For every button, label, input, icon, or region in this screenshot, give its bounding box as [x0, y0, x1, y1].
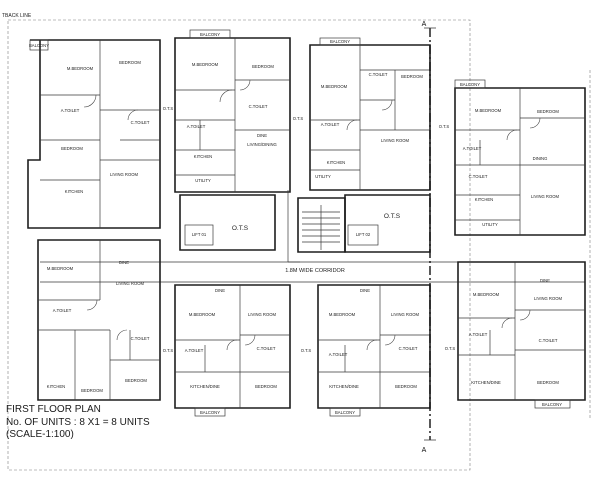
svg-text:LIVING ROOM: LIVING ROOM [110, 172, 138, 177]
svg-text:A.TOILET: A.TOILET [329, 352, 348, 357]
svg-text:LIVING ROOM: LIVING ROOM [248, 312, 276, 317]
svg-text:DINE: DINE [360, 288, 370, 293]
svg-text:KITCHEN/DINE: KITCHEN/DINE [471, 380, 501, 385]
svg-text:KITCHEN: KITCHEN [65, 189, 83, 194]
svg-text:BALCONY: BALCONY [29, 43, 49, 48]
svg-text:C.TOILET: C.TOILET [469, 174, 488, 179]
corridor-label: 1.8M WIDE CORRIDOR [285, 268, 345, 274]
svg-text:C.TOILET: C.TOILET [369, 72, 388, 77]
lift-2-label: LIFT 02 [356, 232, 371, 237]
svg-text:DINE: DINE [257, 133, 267, 138]
unit-1: M.BEDROOM BEDROOM A.TOILET C.TOILET BEDR… [27, 39, 161, 229]
unit-2: BALCONY M.BEDROOM BEDROOM C.TOILET A.TOI… [174, 29, 291, 193]
unit-5: M.BEDROOM DINE LIVING ROOM A.TOILET C.TO… [37, 239, 161, 401]
svg-text:KITCHEN: KITCHEN [194, 154, 212, 159]
unit-6: BALCONY M.BEDROOM DINE LIVING ROOM A.TOI… [174, 284, 291, 417]
ots-label-left: O.T.S [232, 225, 249, 232]
svg-text:KITCHEN: KITCHEN [47, 384, 65, 389]
svg-text:M.BEDROOM: M.BEDROOM [189, 312, 216, 317]
svg-text:BEDROOM: BEDROOM [252, 64, 274, 69]
unit-7: BALCONY M.BEDROOM DINE LIVING ROOM A.TOI… [317, 284, 431, 417]
section-marker-bottom: A [422, 447, 427, 454]
svg-text:BALCONY: BALCONY [542, 402, 562, 407]
svg-text:A.TOILET: A.TOILET [469, 332, 488, 337]
svg-text:O.T.S: O.T.S [445, 346, 456, 351]
svg-text:KITCHEN/DINE: KITCHEN/DINE [190, 384, 220, 389]
svg-text:A.TOILET: A.TOILET [463, 146, 482, 151]
svg-text:DINE: DINE [119, 260, 129, 265]
svg-text:M.BEDROOM: M.BEDROOM [475, 108, 502, 113]
section-marker-top: A [422, 21, 427, 28]
ots-label-right: O.T.S [384, 213, 401, 220]
lift-1-label: LIFT 01 [192, 232, 207, 237]
svg-text:BEDROOM: BEDROOM [255, 384, 277, 389]
svg-text:A.TOILET: A.TOILET [61, 108, 80, 113]
svg-text:LIVING ROOM: LIVING ROOM [531, 194, 559, 199]
unit-3: BALCONY M.BEDROOM C.TOILET BEDROOM A.TOI… [309, 37, 431, 191]
svg-text:A.TOILET: A.TOILET [53, 308, 72, 313]
svg-text:A.TOILET: A.TOILET [321, 122, 340, 127]
svg-text:LIVING ROOM: LIVING ROOM [381, 138, 409, 143]
svg-text:C.TOILET: C.TOILET [257, 346, 276, 351]
section-line-a: A A [422, 21, 436, 454]
svg-text:C.TOILET: C.TOILET [131, 336, 150, 341]
svg-text:KITCHEN: KITCHEN [327, 160, 345, 165]
svg-text:C.TOILET: C.TOILET [539, 338, 558, 343]
svg-text:M.BEDROOM: M.BEDROOM [473, 292, 500, 297]
svg-text:LIVING ROOM: LIVING ROOM [116, 281, 144, 286]
setback-line [7, 19, 471, 471]
svg-text:M.BEDROOM: M.BEDROOM [192, 62, 219, 67]
svg-text:LIVING ROOM: LIVING ROOM [534, 296, 562, 301]
svg-text:C.TOILET: C.TOILET [131, 120, 150, 125]
svg-text:BALCONY: BALCONY [335, 410, 355, 415]
svg-text:BEDROOM: BEDROOM [537, 380, 559, 385]
svg-text:LIVING ROOM: LIVING ROOM [391, 312, 419, 317]
svg-text:BALCONY: BALCONY [330, 39, 350, 44]
svg-text:O.T.S: O.T.S [163, 348, 174, 353]
svg-text:KITCHEN/DINE: KITCHEN/DINE [329, 384, 359, 389]
svg-text:M.BEDROOM: M.BEDROOM [321, 84, 348, 89]
svg-text:UTILITY: UTILITY [195, 178, 211, 183]
svg-text:DINING: DINING [533, 156, 548, 161]
svg-text:KITCHEN: KITCHEN [475, 197, 493, 202]
svg-text:UTILITY: UTILITY [315, 174, 331, 179]
svg-text:LIVING/DINING: LIVING/DINING [247, 142, 277, 147]
plan-title: FIRST FLOOR PLAN [6, 404, 101, 415]
units-count: No. OF UNITS : 8 X1 = 8 UNITS [6, 416, 150, 428]
svg-text:BEDROOM: BEDROOM [395, 384, 417, 389]
svg-text:BEDROOM: BEDROOM [537, 109, 559, 114]
unit-8: BALCONY M.BEDROOM DINE LIVING ROOM A.TOI… [457, 261, 586, 409]
setback-label: TBACK LINE [2, 13, 32, 19]
svg-text:DINE: DINE [540, 278, 550, 283]
svg-text:BEDROOM: BEDROOM [125, 378, 147, 383]
svg-text:C.TOILET: C.TOILET [399, 346, 418, 351]
core: O.T.S O.T.S LIFT 01 LIFT 02 [179, 190, 431, 263]
svg-text:A.TOILET: A.TOILET [185, 348, 204, 353]
svg-text:O.T.S: O.T.S [293, 116, 304, 121]
svg-text:BEDROOM: BEDROOM [119, 60, 141, 65]
svg-text:BEDROOM: BEDROOM [61, 146, 83, 151]
plan-scale: (SCALE-1:100) [6, 429, 74, 440]
svg-text:BALCONY: BALCONY [200, 32, 220, 37]
svg-text:A.TOILET: A.TOILET [187, 124, 206, 129]
svg-text:BEDROOM: BEDROOM [401, 74, 423, 79]
svg-text:O.T.S: O.T.S [301, 348, 312, 353]
svg-text:BALCONY: BALCONY [460, 82, 480, 87]
unit-4: BALCONY M.BEDROOM BEDROOM A.TOILET DININ… [454, 79, 586, 236]
corridor: 1.8M WIDE CORRIDOR [40, 261, 585, 283]
svg-text:M.BEDROOM: M.BEDROOM [47, 266, 74, 271]
svg-text:M.BEDROOM: M.BEDROOM [67, 66, 94, 71]
svg-text:BEDROOM: BEDROOM [81, 388, 103, 393]
svg-text:UTILITY: UTILITY [482, 222, 498, 227]
svg-text:O.T.S: O.T.S [439, 124, 450, 129]
svg-text:C.TOILET: C.TOILET [249, 104, 268, 109]
svg-text:BALCONY: BALCONY [200, 410, 220, 415]
plan-caption: FIRST FLOOR PLAN No. OF UNITS : 8 X1 = 8… [6, 404, 266, 442]
svg-text:DINE: DINE [215, 288, 225, 293]
svg-text:M.BEDROOM: M.BEDROOM [329, 312, 356, 317]
svg-text:O.T.S: O.T.S [163, 106, 174, 111]
